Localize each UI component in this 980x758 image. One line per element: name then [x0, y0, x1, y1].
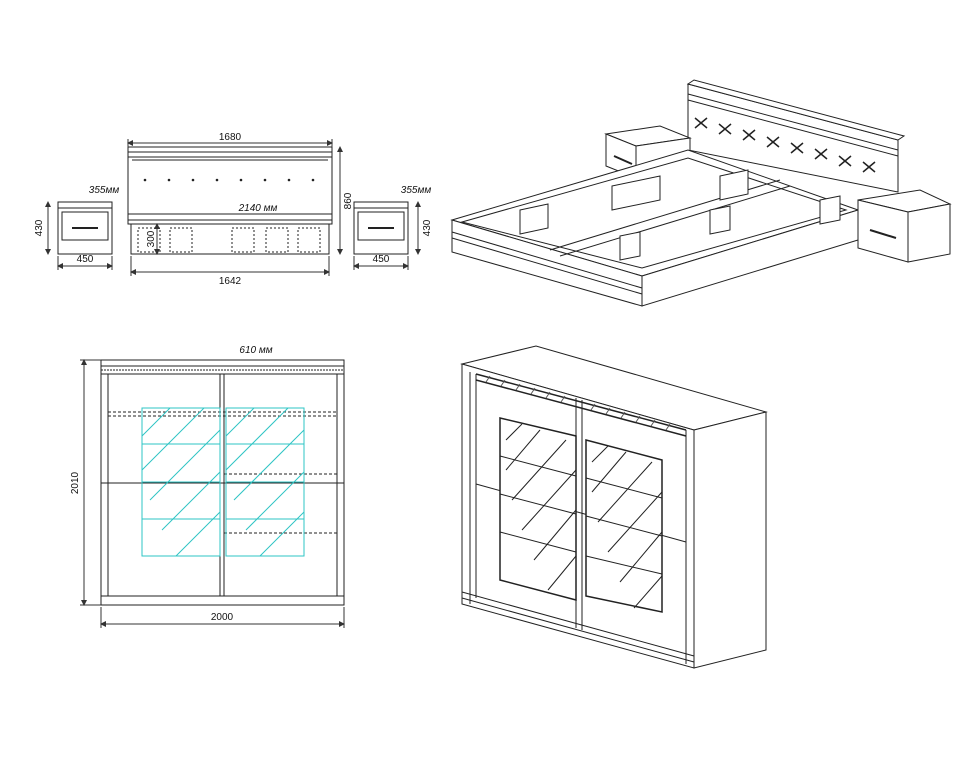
wardrobe-inner-layout [141, 407, 305, 557]
bed-base [130, 223, 330, 255]
nightstand-right-width-label: 450 [373, 254, 390, 265]
headboard-buttons [143, 178, 315, 182]
wardrobe-front-view [100, 359, 345, 606]
wardrobe-left-mirror [499, 417, 577, 601]
wardrobe-width-label: 2000 [211, 612, 234, 623]
bed-length-label: 2140 мм [238, 203, 278, 214]
bed-height-label: 860 [343, 192, 354, 209]
nightstand-right-view [353, 201, 421, 270]
bed-width-label: 1680 [219, 132, 242, 143]
nightstand-left-view [45, 201, 113, 270]
bed-drawers [137, 227, 321, 253]
headboard-cross-pattern [694, 117, 876, 173]
wardrobe-top-band-hatch [485, 375, 671, 431]
bed-front-view [127, 139, 343, 276]
nightstand-left-depth-label: 355мм [89, 185, 120, 196]
wardrobe-isometric-view [460, 345, 768, 669]
wardrobe-shelves [108, 411, 337, 534]
bed-headboard [127, 146, 333, 221]
bed-drawer-height-label: 300 [146, 230, 157, 247]
nightstand-left-width-label: 450 [77, 254, 94, 265]
wardrobe-top-band [475, 373, 687, 437]
wardrobe-depth-label: 610 мм [239, 345, 272, 356]
nightstand-left-height-label: 430 [34, 219, 45, 236]
wardrobe-height-label: 2010 [70, 471, 81, 494]
nightstand-right-depth-label: 355мм [401, 185, 432, 196]
wardrobe-dimensions [80, 359, 345, 628]
nightstand-right-height-label: 430 [422, 219, 433, 236]
bed-base-width-label: 1642 [219, 276, 242, 287]
bed-isometric-view [450, 79, 952, 307]
